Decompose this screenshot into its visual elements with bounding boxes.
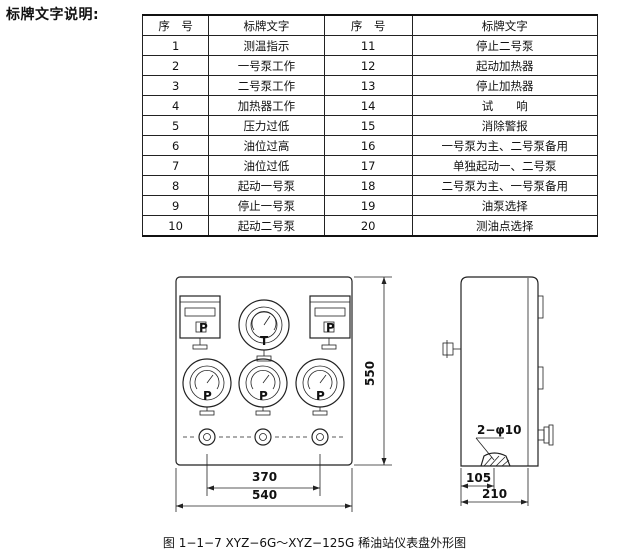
- dim-width-outer: 540: [252, 488, 277, 502]
- pressure-gauge-right: P: [295, 358, 345, 416]
- plate-text-cell: 单独起动一、二号泵: [411, 155, 599, 176]
- side-base-hatch: [480, 452, 511, 467]
- plate-text-cell: 油位过高: [208, 135, 325, 156]
- front-view: P P T: [175, 276, 353, 466]
- dim-side-outer: 210: [482, 487, 507, 501]
- side-panel-outline: [460, 276, 539, 467]
- plate-text-cell: 起动加热器: [411, 55, 599, 76]
- serial-cell: 10: [141, 215, 210, 237]
- dim-hole: 2−φ10: [477, 423, 522, 437]
- plate-text-cell: 油泵选择: [411, 195, 599, 216]
- right-box-label: P: [326, 321, 335, 335]
- header-serial-1: 序 号: [141, 14, 210, 36]
- left-box-window: [184, 307, 216, 317]
- serial-cell: 17: [323, 155, 413, 176]
- pressure-gauge-middle-label: P: [259, 389, 268, 403]
- plate-text-cell: 二号泵为主、一号泵备用: [411, 175, 599, 196]
- left-box-label: P: [199, 321, 208, 335]
- plate-text-cell: 测油点选择: [411, 215, 599, 237]
- temperature-gauge: T: [238, 299, 290, 362]
- header-text-1: 标牌文字: [208, 14, 325, 36]
- dim-width-inner: 370: [252, 470, 277, 484]
- serial-cell: 19: [323, 195, 413, 216]
- pressure-gauge-middle: P: [238, 358, 288, 416]
- plate-text-cell: 一号泵为主、二号泵备用: [411, 135, 599, 156]
- plate-text-cell: 起动二号泵: [208, 215, 325, 237]
- plate-text-cell: 消除警报: [411, 115, 599, 136]
- plate-text-cell: 压力过低: [208, 115, 325, 136]
- temperature-gauge-label: T: [260, 334, 269, 348]
- right-box-frame: [309, 295, 351, 339]
- dim-height: 550: [363, 361, 377, 386]
- table-header-row: 序 号 标牌文字 序 号 标牌文字: [141, 14, 599, 36]
- right-box-window: [314, 307, 346, 317]
- pressure-gauge-left: P: [182, 358, 232, 416]
- dim-side-inner: 105: [466, 471, 491, 485]
- plate-text-cell: 停止一号泵: [208, 195, 325, 216]
- plate-text-cell: 油位过低: [208, 155, 325, 176]
- plate-text-cell: 一号泵工作: [208, 55, 325, 76]
- section-heading: 标牌文字说明:: [6, 7, 100, 23]
- side-view: 2−φ10: [442, 276, 554, 467]
- right-indicator-box: P: [309, 295, 351, 350]
- pressure-gauge-right-label: P: [316, 389, 325, 403]
- pressure-gauge-left-label: P: [203, 389, 212, 403]
- side-dimensions: 105 210: [460, 468, 529, 506]
- selector-switches: [183, 428, 346, 446]
- front-dimensions: 370 540 550: [175, 276, 392, 512]
- plate-text-cell: 停止二号泵: [411, 35, 599, 56]
- front-panel-outline: [175, 276, 353, 466]
- left-indicator-box: P: [179, 295, 221, 350]
- figure-caption: 图 1−1−7 XYZ−6G～XYZ−125G 稀油站仪表盘外形图: [162, 536, 467, 550]
